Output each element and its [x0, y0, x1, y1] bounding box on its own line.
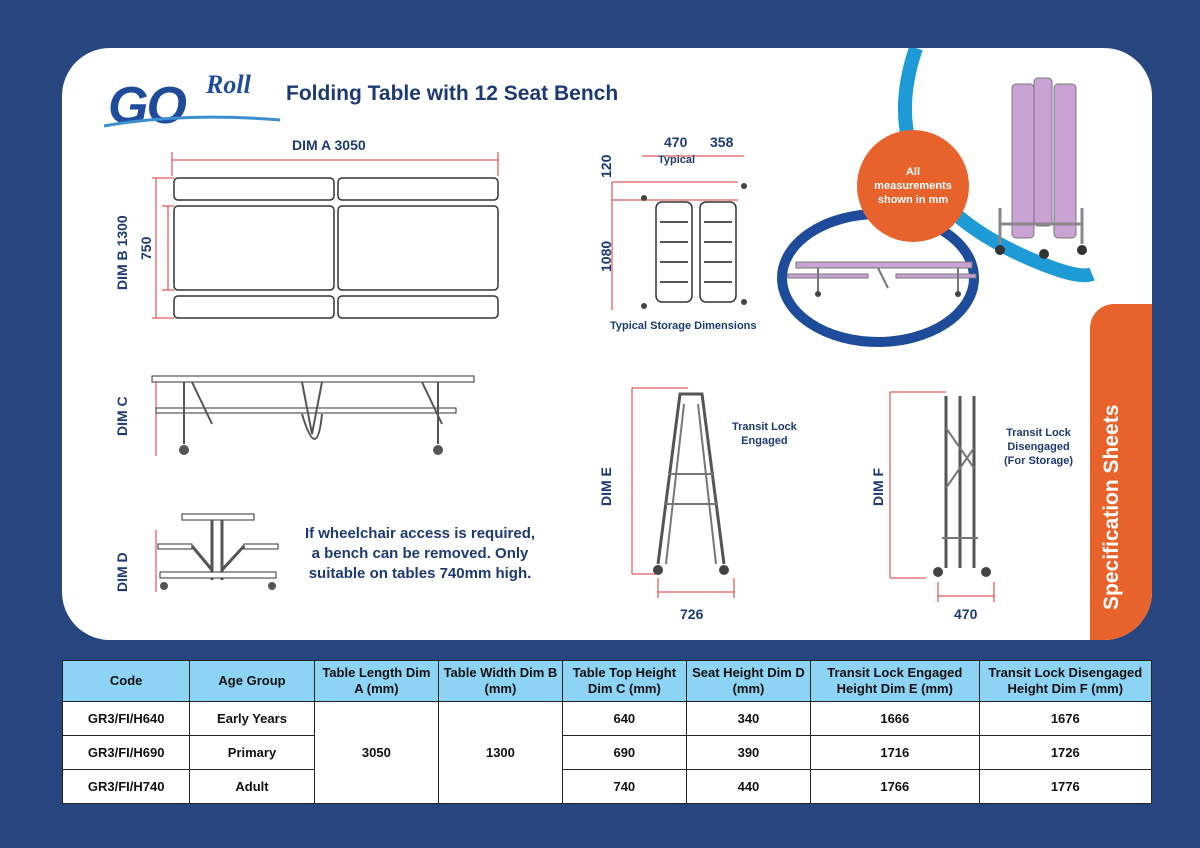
cell-code: GR3/FI/H690 [61, 735, 191, 770]
table-row: GR3/FI/H690 Primary 690 390 1716 1726 [61, 735, 1153, 770]
transit-engaged-note: Transit Lock Engaged [732, 420, 797, 448]
cell-top: 640 [561, 701, 687, 736]
logo-go: GO [108, 77, 187, 135]
cell-dim-e: 1716 [810, 735, 980, 770]
dim-f-drawing [889, 391, 995, 602]
measurements-badge: All measurements shown in mm [857, 130, 969, 242]
transit-disengaged-line1: Transit Lock [1006, 427, 1071, 439]
dim-f-width-label: 470 [954, 606, 978, 622]
wheelchair-note-line3: suitable on tables 740mm high. [308, 565, 532, 582]
storage-358-label: 358 [710, 134, 734, 150]
side-view-drawing [151, 375, 475, 456]
logo-roll: Roll [206, 70, 251, 99]
transit-engaged-line2: Engaged [741, 435, 788, 447]
cell-code: GR3/FI/H740 [61, 769, 191, 804]
end-view-drawing [155, 513, 279, 592]
transit-disengaged-line3: (For Storage) [1004, 455, 1074, 467]
cell-shared-width: 1300 [438, 701, 563, 804]
spec-sheet: GO Roll Folding Table with 12 Seat Bench… [62, 48, 1152, 640]
dim-d-label: DIM D [114, 552, 130, 592]
dim-750-label: 750 [138, 236, 154, 260]
spec-side-tab [1090, 304, 1152, 640]
col-age-group: Age Group [189, 660, 315, 702]
measurements-badge-line1: All [905, 166, 921, 178]
dim-e-drawing [631, 387, 735, 598]
transit-disengaged-note: Transit Lock Disengaged (For Storage) [1004, 426, 1073, 468]
cell-dim-f: 1776 [978, 769, 1153, 804]
col-table-width: Table Width Dim B (mm) [438, 660, 563, 702]
transit-engaged-line1: Transit Lock [732, 421, 797, 433]
cell-code: GR3/FI/H640 [61, 701, 191, 736]
measurements-badge-line2: measurements [874, 180, 952, 192]
cell-seat: 390 [685, 735, 812, 770]
cell-dim-f: 1676 [978, 701, 1153, 736]
cell-top: 690 [561, 735, 687, 770]
wheelchair-note: If wheelchair access is required, a benc… [302, 524, 538, 584]
spec-table: Code Age Group Table Length Dim A (mm) T… [61, 660, 1153, 804]
dim-e-width-label: 726 [680, 606, 704, 622]
col-seat-height: Seat Height Dim D (mm) [685, 660, 812, 702]
cell-seat: 340 [685, 701, 812, 736]
cell-dim-e: 1766 [810, 769, 980, 804]
wheelchair-note-line2: a bench can be removed. Only [311, 545, 529, 562]
wheelchair-note-line1: If wheelchair access is required, [304, 525, 536, 542]
col-top-height: Table Top Height Dim C (mm) [561, 660, 687, 702]
table-header-row: Code Age Group Table Length Dim A (mm) T… [61, 660, 1153, 702]
dim-b-label: DIM B 1300 [114, 215, 130, 290]
cell-dim-f: 1726 [978, 735, 1153, 770]
cell-seat: 440 [685, 769, 812, 804]
measurements-badge-line3: shown in mm [877, 194, 949, 206]
cell-age: Adult [189, 769, 315, 804]
storage-120-label: 120 [598, 154, 614, 178]
top-view-drawing [152, 152, 499, 319]
storage-470-label: 470 [664, 134, 688, 150]
col-table-length: Table Length Dim A (mm) [313, 660, 440, 702]
page-title: Folding Table with 12 Seat Bench [286, 82, 619, 105]
col-code: Code [61, 660, 191, 702]
cell-dim-e: 1666 [810, 701, 980, 736]
storage-typical-label: Typical [658, 154, 696, 166]
dim-c-label: DIM C [114, 396, 130, 436]
storage-1080-label: 1080 [598, 240, 614, 272]
table-row: GR3/FI/H640 Early Years 3050 1300 640 34… [61, 701, 1153, 804]
dim-a-label: DIM A 3050 [292, 137, 366, 153]
cell-age: Early Years [189, 701, 315, 736]
dim-e-label: DIM E [598, 467, 614, 506]
table-row: GR3/FI/H740 Adult 740 440 1766 1776 [61, 769, 1153, 804]
transit-disengaged-line2: Disengaged [1007, 441, 1070, 453]
cell-age: Primary [189, 735, 315, 770]
logo-swoosh-icon [103, 115, 281, 128]
cell-shared-length: 3050 [313, 701, 440, 804]
storage-caption: Typical Storage Dimensions [610, 320, 757, 332]
dim-f-label: DIM F [870, 467, 886, 506]
col-dim-f: Transit Lock Disengaged Height Dim F (mm… [978, 660, 1153, 702]
col-dim-e: Transit Lock Engaged Height Dim E (mm) [810, 660, 980, 702]
cell-top: 740 [561, 769, 687, 804]
storage-drawing [611, 155, 747, 310]
spec-side-tab-text: Specification Sheets [1100, 404, 1123, 610]
